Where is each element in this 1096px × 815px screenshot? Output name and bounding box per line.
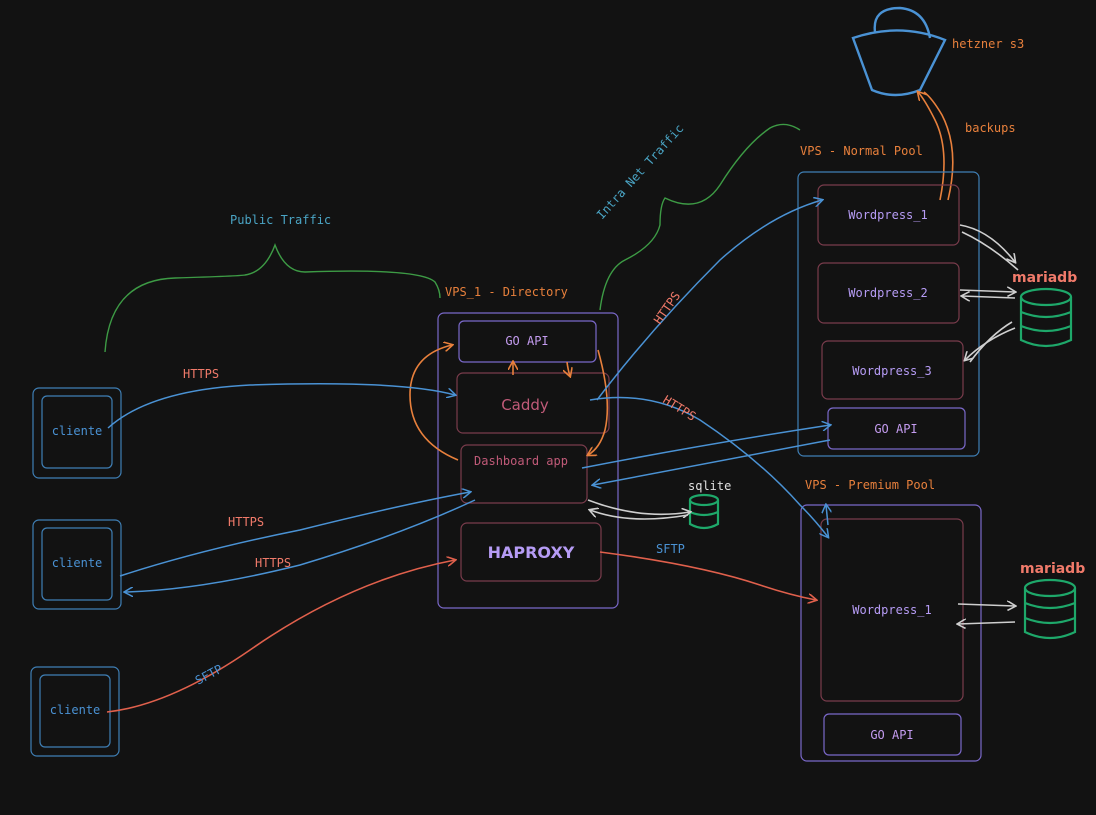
normal-mariadb-label: mariadb bbox=[1012, 270, 1077, 286]
client3-sftp-arrow bbox=[106, 560, 455, 713]
normal-wp2: Wordpress_2 bbox=[817, 262, 960, 324]
haproxy-box: HAPROXY bbox=[460, 522, 602, 582]
intranet-traffic-brace bbox=[599, 123, 801, 311]
client2-https-out-arrow bbox=[125, 499, 476, 592]
normal-wp3: Wordpress_3 bbox=[821, 340, 964, 400]
hetzner-label: hetzner s3 bbox=[952, 37, 1024, 51]
client-1-label: cliente bbox=[52, 424, 103, 438]
directory-go-api: GO API bbox=[458, 320, 597, 363]
sqlite-db-icon bbox=[688, 493, 720, 530]
client1-https-label: HTTPS bbox=[183, 367, 219, 381]
caddy-normal-https-label: HTTPS bbox=[651, 289, 683, 327]
premium-db-to-wp-arrow bbox=[958, 622, 1016, 624]
backup-arrow bbox=[918, 92, 945, 201]
client2-https-in-label: HTTPS bbox=[228, 515, 264, 529]
db-to-wp2-arrow bbox=[962, 296, 1016, 298]
dashboard-label: Dashboard app bbox=[474, 454, 568, 468]
haproxy-to-premium-sftp-arrow bbox=[599, 551, 816, 600]
premium-wp1-label: Wordpress_1 bbox=[852, 603, 931, 617]
premium-wp-to-db-arrow bbox=[957, 604, 1015, 606]
public-traffic-label: Public Traffic bbox=[230, 213, 331, 227]
sqlite-label: sqlite bbox=[688, 479, 731, 493]
haproxy-sftp-label: SFTP bbox=[656, 542, 685, 556]
backup-arrow-outline bbox=[923, 91, 954, 201]
vps-premium-box bbox=[800, 504, 982, 762]
client-2-label: cliente bbox=[52, 556, 103, 570]
backups-label: backups bbox=[965, 121, 1016, 135]
caddy-to-normal-wp1-arrow bbox=[596, 200, 822, 401]
bucket-icon bbox=[851, 6, 947, 97]
vps-normal-box bbox=[797, 171, 980, 457]
intranet-traffic-label: Intra Net Traffic bbox=[594, 121, 687, 222]
client1-https-arrow bbox=[107, 383, 455, 429]
normal-mariadb-icon bbox=[1019, 287, 1073, 348]
premium-go-api: GO API bbox=[823, 713, 962, 756]
normal-goapi-to-dashboard-arrow bbox=[593, 439, 831, 485]
normal-wp3-label: Wordpress_3 bbox=[852, 364, 931, 378]
db-to-wp1-line bbox=[961, 231, 1019, 271]
dashboard-box: Dashboard app bbox=[460, 444, 588, 504]
vps-directory-label: VPS_1 - Directory bbox=[445, 285, 568, 299]
client2-https-out-label: HTTPS bbox=[255, 556, 291, 570]
goapi-to-dashboard-arrow bbox=[588, 349, 609, 455]
caddy-premium-https-label: HTTPS bbox=[660, 393, 698, 424]
caddy-to-premium-arrow bbox=[589, 396, 828, 538]
dashboard-to-sqlite-arrow bbox=[587, 499, 690, 514]
caddy-label: Caddy bbox=[501, 396, 549, 414]
client2-https-in-arrow bbox=[119, 492, 470, 577]
premium-go-api-label: GO API bbox=[870, 728, 913, 742]
sqlite-to-dashboard-arrow bbox=[590, 510, 689, 520]
haproxy-label: HAPROXY bbox=[488, 543, 575, 562]
normal-wp2-label: Wordpress_2 bbox=[848, 286, 927, 300]
normal-go-api-label: GO API bbox=[874, 422, 917, 436]
caddy-box: Caddy bbox=[456, 372, 610, 434]
dashboard-to-normal-goapi-arrow bbox=[581, 425, 830, 469]
client-1: cliente bbox=[32, 387, 122, 479]
client-3-label: cliente bbox=[50, 703, 101, 717]
premium-wp1: Wordpress_1 bbox=[820, 518, 964, 702]
client3-sftp-label: SFTP bbox=[193, 662, 225, 688]
vps-normal-label: VPS - Normal Pool bbox=[800, 144, 923, 158]
directory-go-api-label: GO API bbox=[505, 334, 548, 348]
db-to-wp3-arrow bbox=[965, 327, 1016, 360]
goapi-to-caddy-arrow bbox=[567, 361, 570, 376]
wp3-to-db-line bbox=[969, 321, 1013, 363]
vps-premium-label: VPS - Premium Pool bbox=[805, 478, 935, 492]
client-3: cliente bbox=[30, 666, 120, 757]
premium-mariadb-label: mariadb bbox=[1020, 561, 1085, 577]
public-traffic-brace bbox=[104, 242, 441, 353]
premium-goapi-tick bbox=[826, 505, 828, 526]
client-2: cliente bbox=[32, 519, 122, 610]
dashboard-to-goapi-arrow bbox=[409, 345, 459, 461]
normal-wp1: Wordpress_1 bbox=[817, 184, 960, 246]
normal-wp1-label: Wordpress_1 bbox=[848, 208, 927, 222]
wp1-to-db-arrow bbox=[959, 224, 1015, 262]
normal-go-api: GO API bbox=[827, 407, 966, 450]
wp2-to-db-arrow bbox=[959, 290, 1015, 292]
premium-mariadb-icon bbox=[1023, 578, 1077, 640]
